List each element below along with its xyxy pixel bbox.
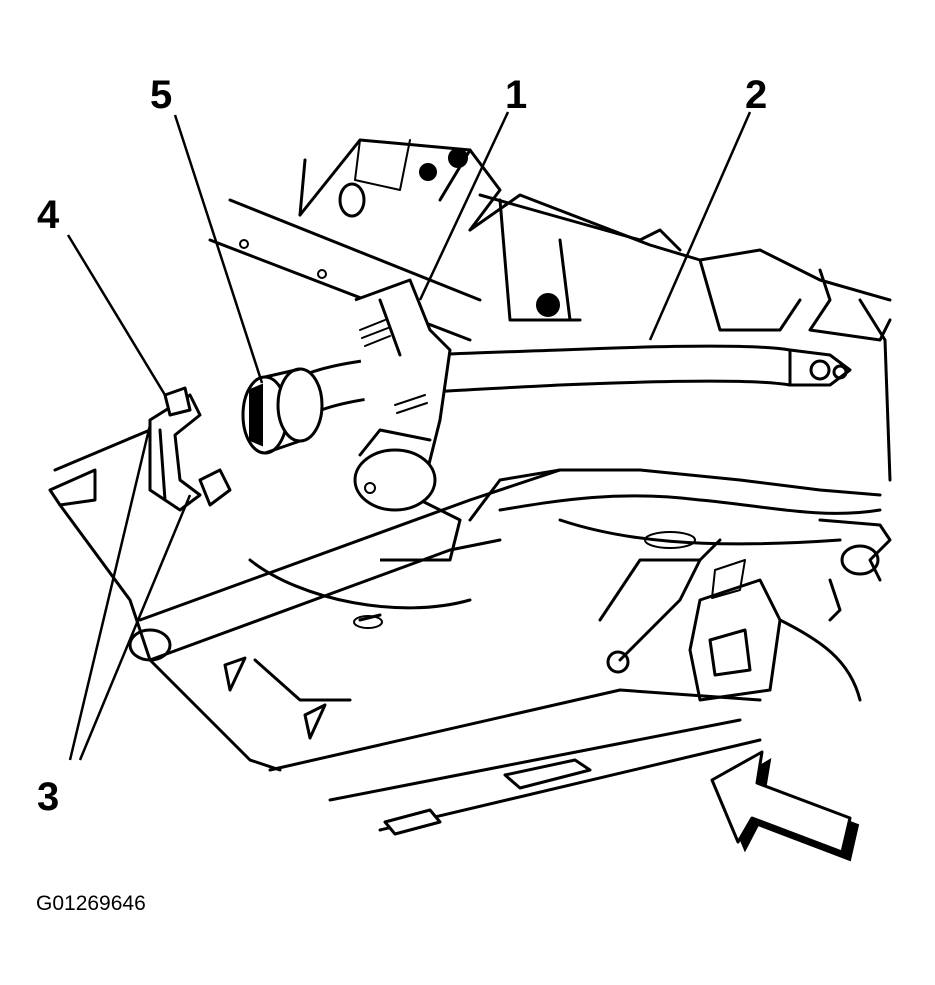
callout-5: 5 [150,73,172,117]
view-direction-arrow-icon [710,750,860,862]
mounting-bracket [354,278,462,562]
stabilizer-insulator [241,367,324,455]
callout-3: 3 [37,775,59,819]
upper-body-structure [208,138,892,482]
callout-1: 1 [505,73,527,117]
lower-subframe [48,428,892,836]
figure-id: G01269646 [36,892,146,915]
leader-lines [66,111,752,761]
callout-2: 2 [745,73,767,117]
callout-4: 4 [37,193,60,237]
insulator-clamp [148,386,232,512]
